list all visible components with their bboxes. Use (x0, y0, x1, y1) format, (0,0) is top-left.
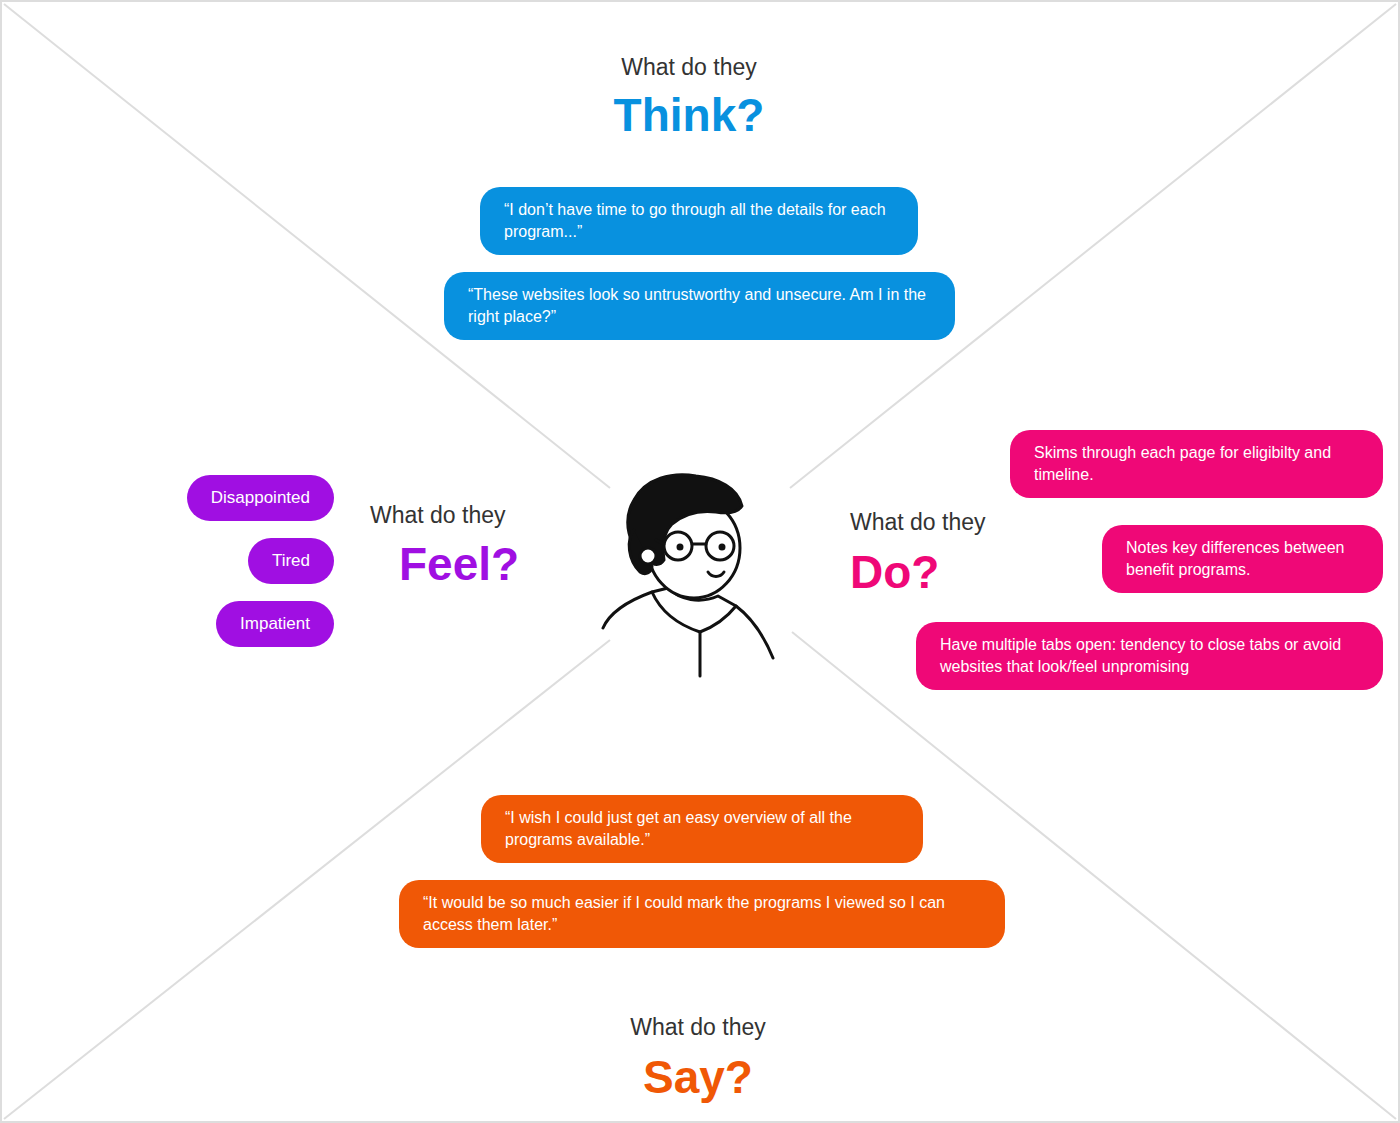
quadrant-lines (4, 4, 1396, 1119)
bubble-text: Disappointed (211, 487, 310, 509)
bubble-text: “I wish I could just get an easy overvie… (505, 807, 899, 851)
section-heading: Think? (614, 88, 765, 143)
bubble-text: “I don’t have time to go through all the… (504, 199, 894, 243)
feeling-tag: Impatient (216, 601, 334, 647)
note-bubble: Skims through each page for eligibilty a… (1010, 430, 1383, 498)
bubble-text: Notes key differences between benefit pr… (1126, 537, 1359, 581)
note-bubble: Have multiple tabs open: tendency to clo… (916, 622, 1383, 690)
note-bubble: “It would be so much easier if I could m… (399, 880, 1005, 948)
section-heading: Do? (850, 545, 939, 600)
section-prompt: What do they (621, 54, 757, 82)
section-heading: Say? (643, 1050, 753, 1105)
feeling-tag: Tired (248, 538, 334, 584)
bubble-text: Tired (272, 550, 310, 572)
section-prompt: What do they (850, 509, 986, 537)
section-heading: Feel? (399, 537, 519, 592)
bubble-text: “It would be so much easier if I could m… (423, 892, 981, 936)
bubble-text: Skims through each page for eligibilty a… (1034, 442, 1359, 486)
note-bubble: “These websites look so untrustworthy an… (444, 272, 955, 340)
note-bubble: “I don’t have time to go through all the… (480, 187, 918, 255)
note-bubble: Notes key differences between benefit pr… (1102, 525, 1383, 593)
person-illustration (603, 475, 773, 676)
bubble-text: “These websites look so untrustworthy an… (468, 284, 931, 328)
note-bubble: “I wish I could just get an easy overvie… (481, 795, 923, 863)
feeling-tag: Disappointed (187, 475, 334, 521)
bubble-text: Impatient (240, 613, 310, 635)
bubble-text: Have multiple tabs open: tendency to clo… (940, 634, 1359, 678)
section-prompt: What do they (370, 502, 506, 530)
section-prompt: What do they (630, 1014, 766, 1042)
